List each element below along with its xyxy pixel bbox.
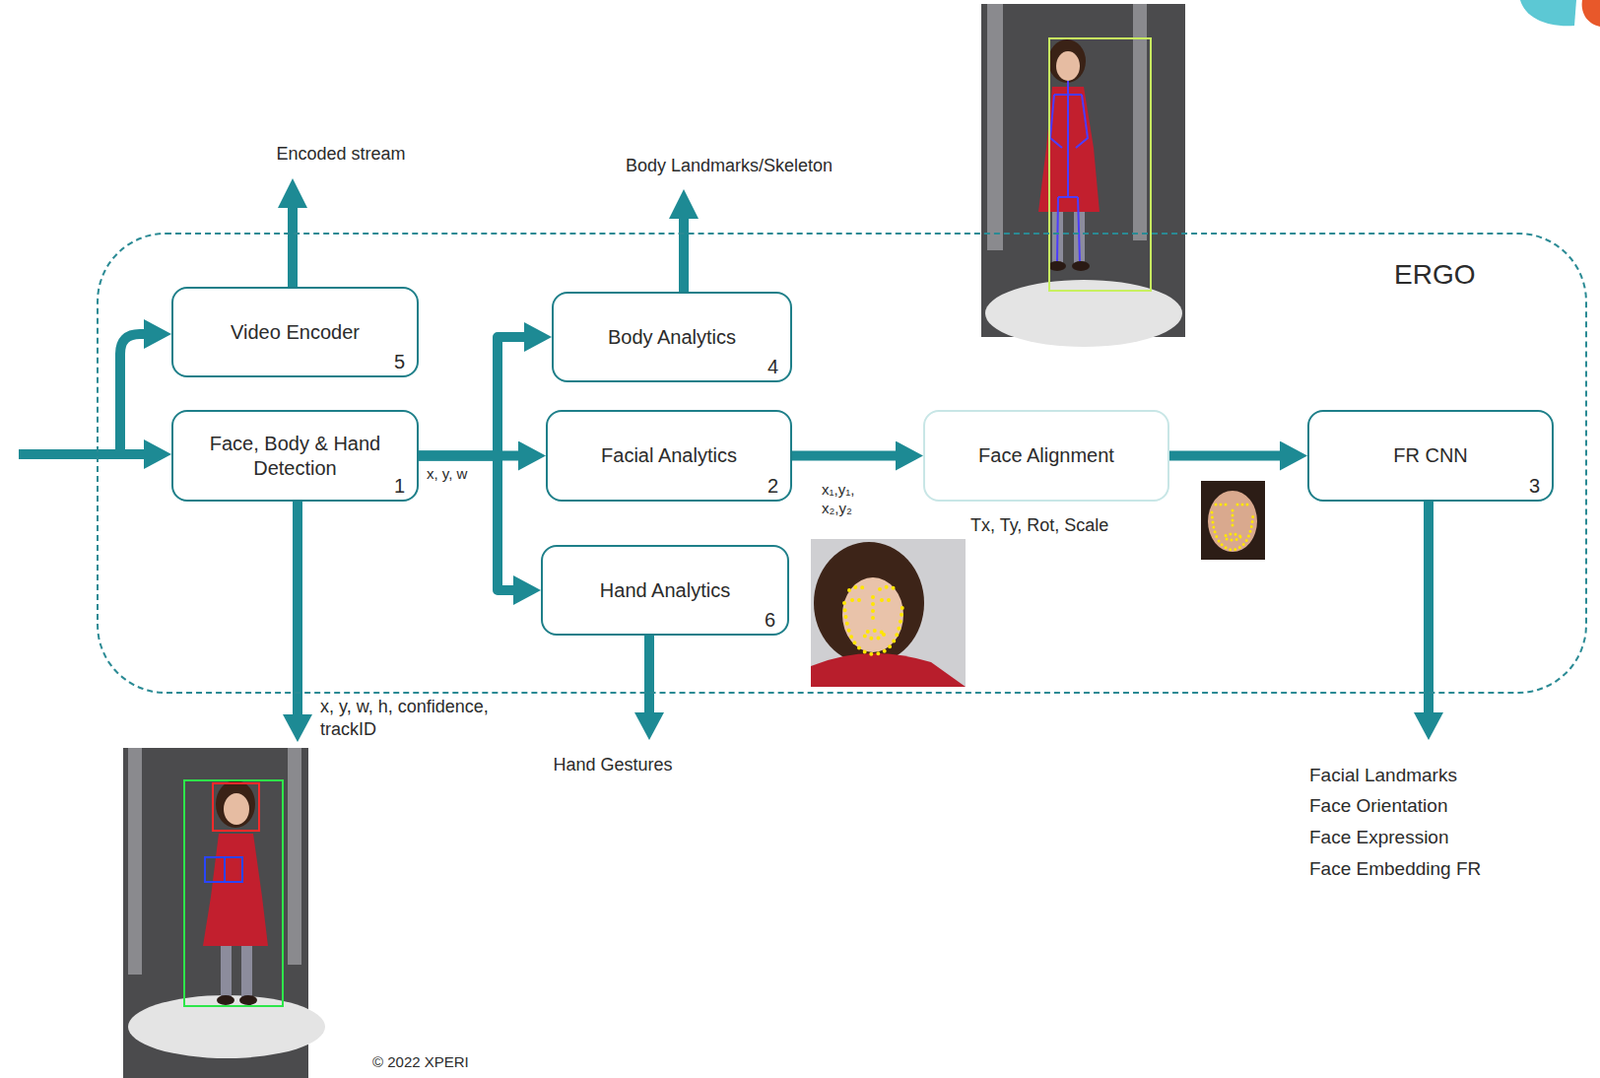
arrow-head xyxy=(1413,712,1444,740)
hair xyxy=(215,780,256,828)
output-arrow xyxy=(287,207,298,287)
box-label: Facial Analytics xyxy=(600,443,737,468)
flow-arrow xyxy=(418,336,525,457)
process-box: Hand Analytics 6 xyxy=(540,544,790,636)
output-label: x, y, w, h, confidence, trackID xyxy=(320,695,533,742)
photo-ground xyxy=(1200,480,1266,560)
process-box: Face, Body & Hand Detection1 xyxy=(171,409,419,502)
arrow-head xyxy=(143,319,172,349)
output-label: Tx, Ty, Rot, Scale xyxy=(970,514,1109,537)
box-label: FR CNN xyxy=(1393,443,1468,468)
box-label: Video Encoder xyxy=(230,320,360,345)
callout-number: 2 xyxy=(767,473,779,498)
shoe xyxy=(1071,261,1090,271)
face xyxy=(223,793,250,825)
output-label: Face Expression xyxy=(1309,825,1450,851)
box-label: Hand Analytics xyxy=(600,578,731,603)
flow-arrow xyxy=(418,456,514,592)
body-bbox xyxy=(184,780,283,1006)
clothing xyxy=(810,653,966,687)
process-box: Body Analytics 4 xyxy=(551,291,793,383)
arrow-head xyxy=(277,178,308,208)
callout-number: 1 xyxy=(394,473,405,498)
edge-label: x, y, w xyxy=(426,465,467,484)
landmark-dots xyxy=(849,587,898,591)
logo-arc xyxy=(1582,0,1600,27)
callout-number: 5 xyxy=(394,349,405,374)
landmark-dots xyxy=(1224,533,1241,540)
floor-disc xyxy=(128,995,326,1059)
output-label: Hand Gestures xyxy=(552,753,672,777)
studio-rig xyxy=(128,747,142,975)
logo-arc xyxy=(1520,0,1577,26)
landmark-dots xyxy=(1211,512,1254,550)
leg xyxy=(220,945,232,998)
callout-number: 6 xyxy=(764,607,776,632)
leg xyxy=(241,945,253,998)
output-label: Face Embedding FR xyxy=(1309,857,1481,882)
box-label: Face, Body & Hand Detection xyxy=(201,431,390,481)
aligned-face-photo xyxy=(1200,480,1266,560)
face-crop-photo xyxy=(810,538,966,687)
hair xyxy=(1048,39,1086,83)
arrow-head xyxy=(143,439,172,469)
output-arrow xyxy=(292,501,303,715)
region-title: ERGO xyxy=(1394,258,1475,292)
copyright-note: © 2022 XPERI xyxy=(372,1052,469,1072)
landmark-dots xyxy=(1231,510,1235,529)
landmark-dots xyxy=(864,630,884,639)
process-box: FR CNN 3 xyxy=(1307,409,1554,502)
landmark-dots xyxy=(1215,503,1250,507)
face xyxy=(1207,490,1258,552)
studio-rig xyxy=(287,747,302,965)
output-arrow xyxy=(1423,501,1434,713)
hand-bbox xyxy=(204,857,225,882)
shoe xyxy=(1048,261,1067,271)
output-arrow xyxy=(678,218,689,292)
body-photo xyxy=(981,3,1186,347)
body-bbox xyxy=(1049,38,1151,291)
photo-ground xyxy=(810,538,966,687)
process-box: Face Alignment xyxy=(923,409,1170,502)
face xyxy=(1056,51,1080,81)
flow-arrow xyxy=(1169,451,1280,462)
edge-label: x₁,y₁, x₂,y₂ xyxy=(821,480,866,519)
dress xyxy=(202,833,268,946)
output-label: Encoded stream xyxy=(275,142,405,166)
output-label: Facial Landmarks xyxy=(1309,763,1458,789)
detection-photo xyxy=(123,747,326,1078)
shoe xyxy=(239,995,258,1005)
hair xyxy=(813,541,925,665)
input-branch-arrow xyxy=(120,333,144,455)
output-label: Face Orientation xyxy=(1309,794,1448,819)
shoe xyxy=(216,995,235,1005)
process-box: Video Encoder 5 xyxy=(171,286,419,378)
box-label: Face Alignment xyxy=(978,443,1115,468)
callout-number: 4 xyxy=(767,354,779,379)
flow-arrow xyxy=(792,451,896,462)
callout-number: 3 xyxy=(1529,473,1540,498)
output-label: Body Landmarks/Skeleton xyxy=(625,154,833,178)
system-boundary: ERGO Video Encoder 5Face, Body & Hand Dete… xyxy=(96,232,1588,694)
box-label: Body Analytics xyxy=(607,325,736,350)
arrow-head xyxy=(668,189,699,219)
process-box: Facial Analytics 2 xyxy=(545,409,793,502)
output-arrow xyxy=(644,635,655,713)
landmark-dots xyxy=(870,597,875,621)
face-bbox xyxy=(212,783,260,831)
studio-rig xyxy=(987,3,1003,251)
arrow-head xyxy=(282,714,313,742)
hand-bbox xyxy=(224,857,243,882)
arrow-head xyxy=(634,712,665,740)
